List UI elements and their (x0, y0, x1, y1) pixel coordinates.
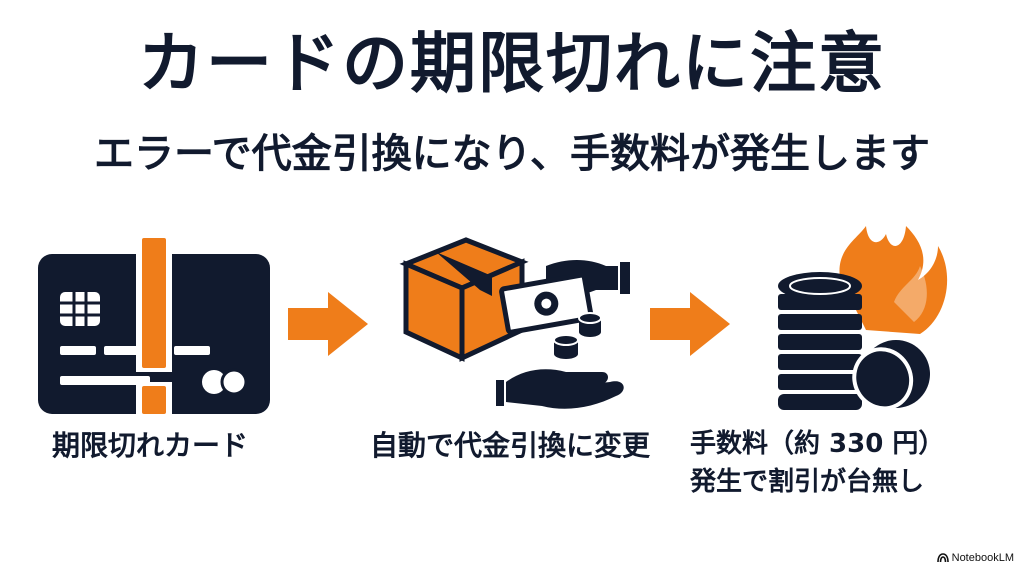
step-label-cod-change: 自動で代金引換に変更 (369, 429, 650, 462)
expired-card-warning-icon (38, 232, 270, 418)
arrow-right-icon (650, 292, 730, 356)
fee-label-line2: 発生で割引が台無し (690, 467, 925, 497)
notebooklm-logo-icon (936, 553, 949, 563)
step-label-expired-card: 期限切れカード (51, 429, 248, 462)
burning-coins-icon (778, 226, 948, 411)
page-subtitle: エラーで代金引換になり、手数料が発生します (94, 131, 930, 177)
fee-label-line1: 手数料（約 330 円） (690, 429, 945, 459)
watermark-text: NotebookLM (951, 552, 1014, 564)
notebooklm-watermark: NotebookLM (936, 552, 1014, 564)
step-label-fee: 手数料（約 330 円） 発生で割引が台無し (690, 425, 1020, 501)
package-cash-exchange-icon (399, 237, 630, 409)
page-title: カードの期限切れに注意 (138, 25, 886, 102)
arrow-right-icon (288, 292, 368, 356)
